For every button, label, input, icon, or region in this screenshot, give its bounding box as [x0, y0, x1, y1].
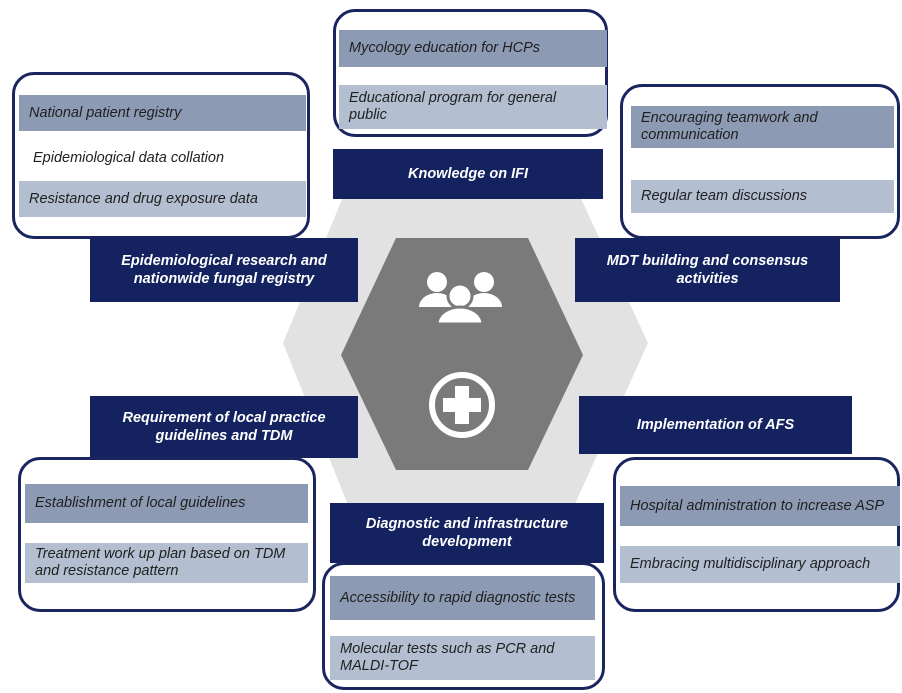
afs-label: Implementation of AFS — [579, 396, 852, 454]
afs-item-1: Hospital administration to increase ASP — [620, 486, 900, 526]
knowledge-label: Knowledge on IFI — [333, 149, 603, 199]
epidemiology-item-3: Resistance and drug exposure data — [19, 181, 306, 217]
guidelines-item-1: Establishment of local guidelines — [25, 484, 308, 523]
mdt-item-1: Encouraging teamwork and communication — [631, 106, 894, 148]
epidemiology-label: Epidemiological research and nationwide … — [90, 238, 358, 302]
medical-cross-icon — [429, 372, 495, 438]
diagnostic-label: Diagnostic and infrastructure developmen… — [330, 503, 604, 563]
mdt-label: MDT building and consensus activities — [575, 238, 840, 302]
guidelines-card — [18, 457, 316, 612]
afs-card — [613, 457, 900, 612]
epidemiology-item-1: National patient registry — [19, 95, 306, 131]
knowledge-item-2: Educational program for general public — [339, 85, 607, 129]
diagnostic-item-2: Molecular tests such as PCR and MALDI-TO… — [330, 636, 595, 680]
afs-item-2: Embracing multidisciplinary approach — [620, 546, 900, 583]
knowledge-item-1: Mycology education for HCPs — [339, 30, 607, 67]
guidelines-item-2: Treatment work up plan based on TDM and … — [25, 543, 308, 583]
mdt-item-2: Regular team discussions — [631, 180, 894, 213]
inner-hexagon — [341, 238, 583, 470]
epidemiology-item-2: Epidemiological data collation — [33, 149, 225, 166]
diagnostic-item-1: Accessibility to rapid diagnostic tests — [330, 576, 595, 620]
guidelines-label: Requirement of local practice guidelines… — [90, 396, 358, 458]
people-group-icon — [419, 272, 502, 326]
